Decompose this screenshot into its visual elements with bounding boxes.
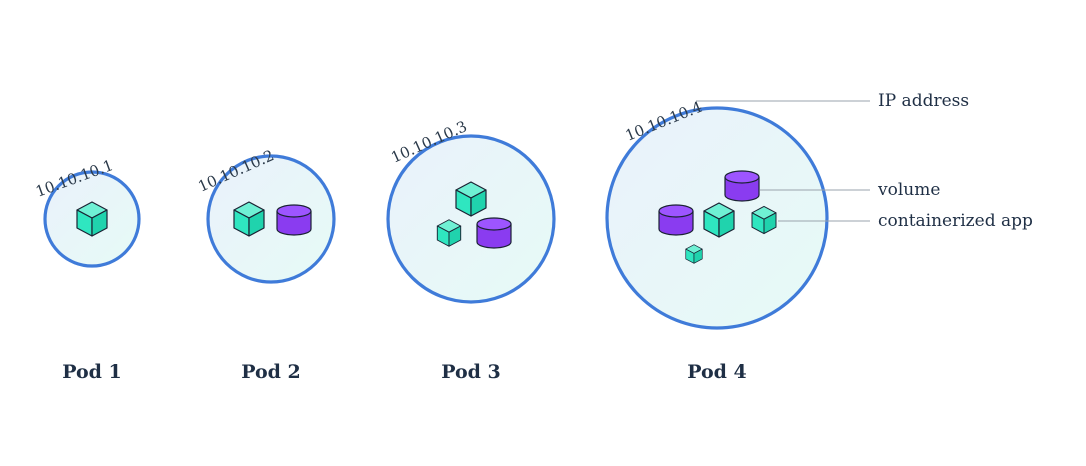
pod-2: 10.10.10.2 Pod 2 xyxy=(195,146,336,383)
volume-icon xyxy=(658,204,694,236)
pod-4-label: Pod 4 xyxy=(687,361,747,383)
pod-3-circle xyxy=(386,134,556,304)
volume-icon xyxy=(724,170,760,202)
cube-icon xyxy=(751,205,777,235)
legend-ip-address: IP address xyxy=(878,91,969,111)
legend-volume: volume xyxy=(877,180,940,200)
volume-icon xyxy=(276,204,312,236)
volume-icon xyxy=(476,217,512,249)
pod-4: 10.10.10.4 Pod 4 xyxy=(605,98,870,383)
cube-icon xyxy=(233,201,265,237)
cube-icon xyxy=(703,202,735,238)
pod-2-circle xyxy=(206,154,336,284)
pod-3: 10.10.10.3 Pod 3 xyxy=(386,117,556,383)
cube-icon xyxy=(436,219,462,247)
pod-3-label: Pod 3 xyxy=(441,361,501,383)
pod-1-label: Pod 1 xyxy=(62,361,122,383)
cube-icon xyxy=(455,181,487,217)
pod-1: 10.10.10.1 Pod 1 xyxy=(33,156,141,383)
legend-containerized-app: containerized app xyxy=(878,211,1033,231)
cube-icon xyxy=(76,201,108,237)
pod-2-label: Pod 2 xyxy=(241,361,301,383)
cube-icon xyxy=(685,244,703,264)
